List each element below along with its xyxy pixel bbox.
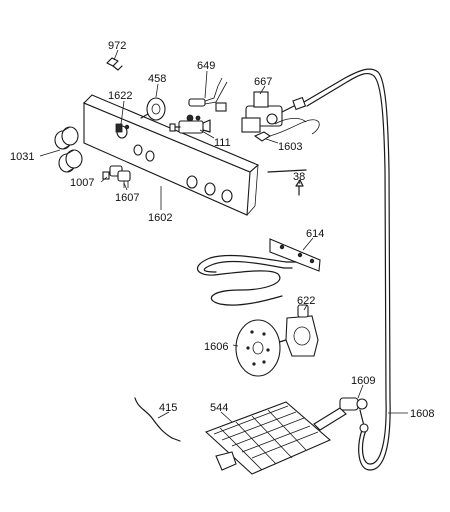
callout-415: 415 (159, 402, 177, 414)
callout-544: 544 (210, 402, 228, 414)
fan-disc (235, 319, 281, 377)
callout-1031: 1031 (10, 151, 34, 163)
callout-458: 458 (148, 73, 166, 85)
callout-111: 111 (214, 137, 231, 149)
callout-667: 667 (254, 76, 272, 88)
callout-972: 972 (108, 40, 126, 52)
pilot-lamp (188, 77, 228, 107)
leader-lines (39, 49, 408, 423)
callout-649: 649 (197, 60, 215, 72)
temperature-probe (134, 397, 181, 442)
heating-element (197, 238, 321, 306)
callout-1606: 1606 (204, 341, 228, 353)
callout-1603: 1603 (278, 141, 302, 153)
switch-parts (102, 165, 131, 188)
callout-1608: 1608 (410, 408, 434, 420)
callout-1607: 1607 (115, 192, 139, 204)
injector (339, 397, 369, 433)
callout-622: 622 (297, 295, 315, 307)
clip (106, 57, 123, 71)
control-knobs (54, 126, 83, 173)
callout-1609: 1609 (351, 375, 375, 387)
thermocouple (253, 118, 320, 173)
callout-1622: 1622 (108, 90, 132, 102)
main-valve (215, 91, 307, 133)
screw (295, 179, 304, 196)
callout-38: 38 (293, 171, 305, 183)
gas-pipe (303, 68, 391, 471)
gas-valve (169, 114, 211, 134)
thermostat (140, 97, 166, 121)
callout-1007: 1007 (70, 177, 94, 189)
callout-1602: 1602 (148, 212, 172, 224)
control-panel (83, 94, 260, 216)
burner (204, 401, 347, 475)
fan-motor (275, 304, 319, 357)
callout-614: 614 (306, 228, 324, 240)
indicator-lamp (115, 123, 130, 133)
